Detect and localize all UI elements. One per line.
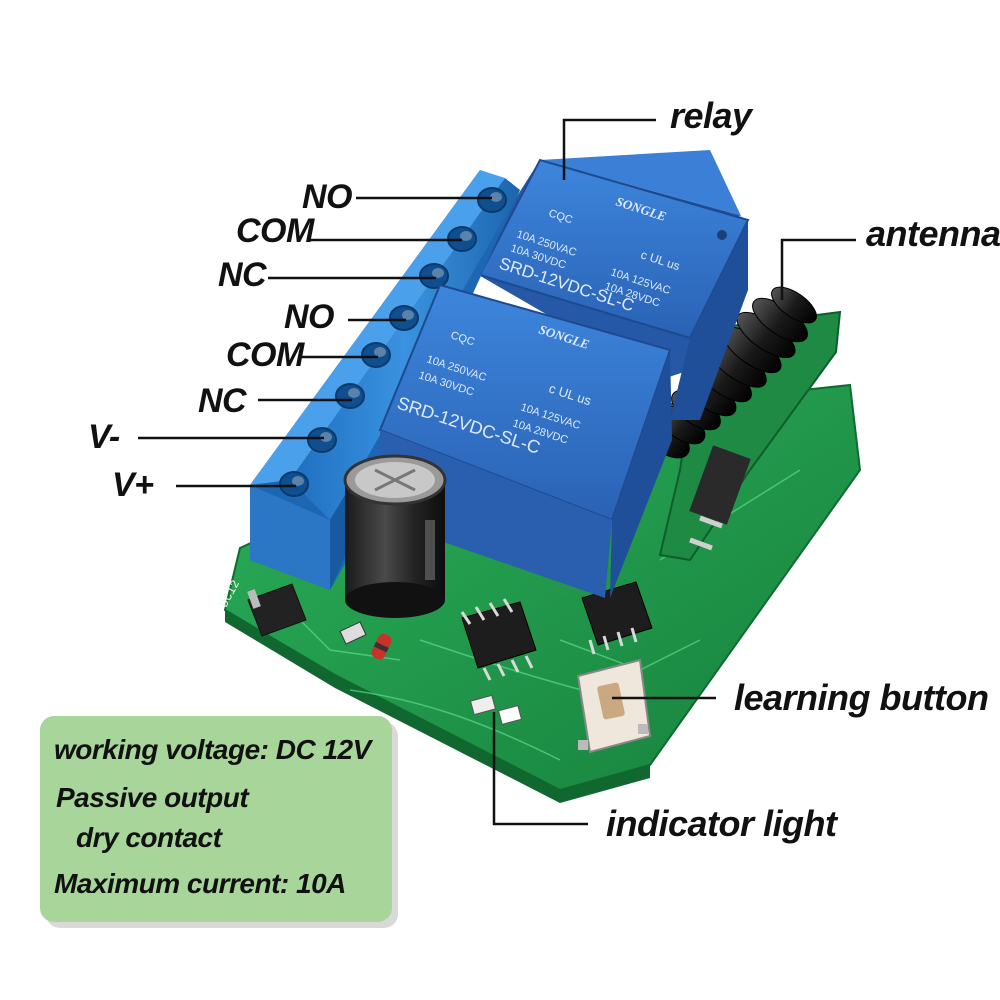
- learning-button-component: [576, 658, 652, 754]
- leader-indicator-light: [492, 712, 588, 826]
- spec-box: working voltage: DC 12V Passive output d…: [40, 716, 392, 922]
- red-diode: [371, 633, 392, 660]
- pin-label-3: NC: [218, 256, 267, 294]
- pin-label-4: NO: [284, 298, 335, 336]
- leader-lines: [138, 118, 856, 826]
- leader-antenna: [780, 238, 856, 300]
- indicator-led: [469, 694, 523, 725]
- pin-label-6: NC: [198, 382, 247, 420]
- diode-component: [247, 583, 307, 637]
- learning-button-callout-label: learning button: [734, 677, 989, 718]
- leader-relay: [562, 118, 656, 180]
- pin-label-2: COM: [236, 212, 314, 250]
- pin-label-8: V+: [112, 466, 154, 504]
- spec-maximum-current: Maximum current: 10A: [54, 868, 346, 899]
- ic-chip-1: [460, 598, 537, 681]
- smd-resistor: [339, 621, 367, 645]
- pin-label-1: NO: [302, 178, 353, 216]
- indicator-light-callout-label: indicator light: [606, 803, 837, 844]
- spec-passive-output: Passive output: [56, 782, 249, 813]
- relay-callout-label: relay: [670, 95, 752, 136]
- pin-label-7: V-: [88, 418, 120, 456]
- antenna-callout-label: antenna: [866, 213, 1000, 254]
- electrolytic-capacitor: [343, 454, 447, 618]
- pin-label-5: COM: [226, 336, 304, 374]
- pcb-edge: [225, 610, 650, 803]
- spec-dry-contact: dry contact: [76, 822, 222, 853]
- spec-working-voltage: working voltage: DC 12V: [54, 734, 371, 765]
- ic-chip-2: [581, 581, 653, 655]
- terminal-block: [250, 170, 520, 590]
- relay-back: SONGLE CQC c UL us 10A 250VAC 10A 30VDC …: [470, 150, 750, 420]
